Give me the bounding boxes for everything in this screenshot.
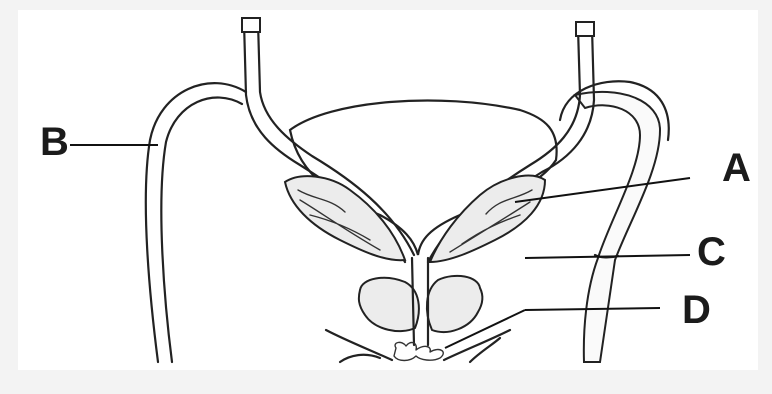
label-a: A [722,148,751,188]
label-d: D [682,290,711,330]
left-duct-cap [242,18,260,32]
right-duct-cap [576,22,594,36]
label-c: C [697,232,726,272]
label-b: B [40,122,69,162]
